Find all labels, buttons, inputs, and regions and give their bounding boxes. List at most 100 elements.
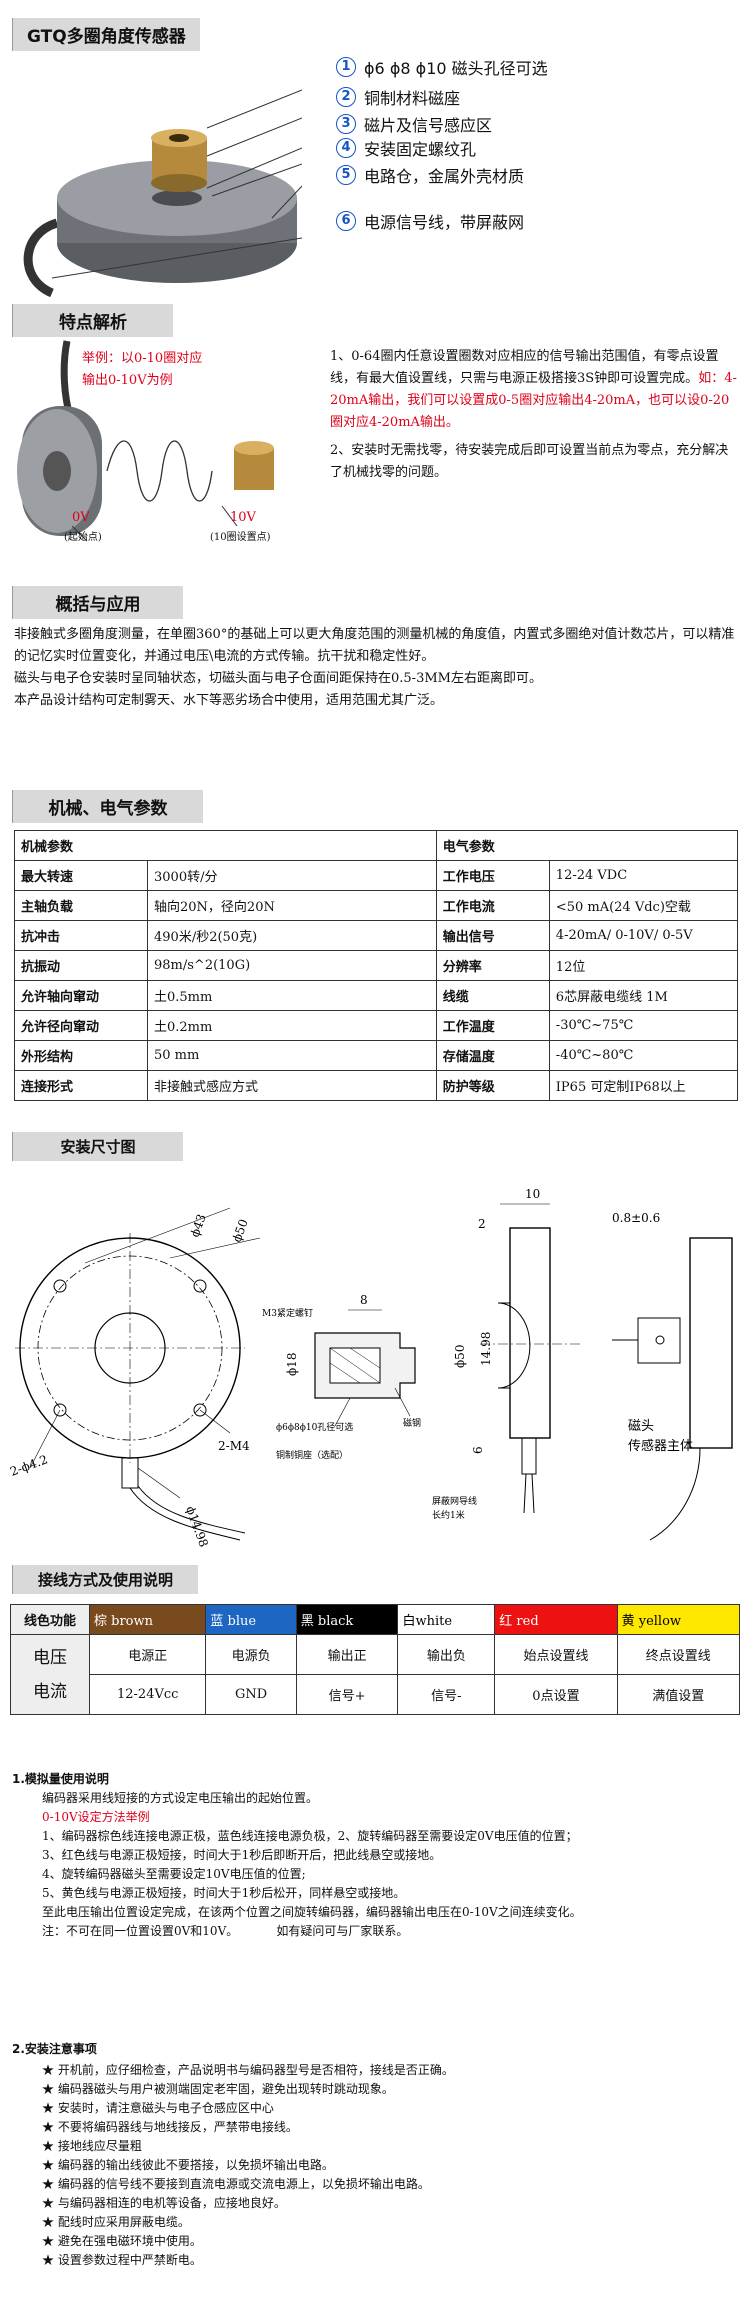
wiring-func-row: 电压 电流 电源正 电源负 输出正 输出负 始点设置线 终点设置线 — [10, 1634, 741, 1715]
install-item-text: 接地线应尽量粗 — [57, 2139, 142, 2153]
color-label: 线色功能 — [10, 1604, 90, 1635]
label-copper: 铜制铜座（选配） — [276, 1449, 348, 1461]
dim-d42: 2-ϕ4.2 — [8, 1452, 49, 1478]
func-cell: 输出负 — [397, 1634, 496, 1675]
analog-intro: 编码器采用线短接的方式设定电压输出的起始位置。 — [42, 1791, 319, 1805]
star-icon: ★ — [42, 2063, 58, 2077]
param-value: 12-24 VDC — [548, 860, 739, 891]
label-cable-2: 长约1米 — [432, 1509, 465, 1521]
install-item-text: 避免在强电磁环境中使用。 — [57, 2234, 202, 2248]
star-icon: ★ — [42, 2139, 58, 2153]
feature-text: 磁片及信号感应区 — [364, 116, 493, 135]
param-value: -30℃~75℃ — [548, 1010, 739, 1041]
label-m3: M3紧定螺钉 — [262, 1307, 313, 1319]
v0-label: 0V — [72, 510, 90, 525]
install-title: 2.安装注意事项 — [12, 2042, 97, 2056]
analog-title: 1.模拟量使用说明 — [12, 1772, 109, 1786]
voltage-current-label: 电压 电流 — [10, 1634, 90, 1715]
param-value: 4-20mA/ 0-10V/ 0-5V — [548, 920, 739, 951]
analog-summary: 至此电压输出位置设定完成，在该两个位置之间旋转编码器，编码器输出电压在0-10V… — [42, 1905, 582, 1919]
param-key: 最大转速 — [14, 860, 148, 891]
dim-d50b: ϕ50 — [453, 1345, 467, 1368]
star-icon: ★ — [42, 2158, 58, 2172]
color-cell-white: 白white — [397, 1604, 496, 1635]
star-icon: ★ — [42, 2234, 58, 2248]
param-value: 土0.5mm — [147, 980, 437, 1011]
feature-diagram — [12, 336, 312, 546]
feature-number: 6 — [336, 211, 356, 231]
dim-d18: ϕ18 — [285, 1353, 299, 1376]
install-item-text: 开机前，应仔细检查，产品说明书与编码器型号是否相符，接线是否正确。 — [57, 2063, 454, 2077]
feature-para-1: 1、0-64圈内任意设置圈数对应相应的信号输出范围值，有零点设置线，有最大值设置… — [330, 349, 719, 386]
dim-2: 2 — [478, 1217, 486, 1231]
param-key: 允许轴向窜动 — [14, 980, 148, 1011]
param-value: 12位 — [548, 950, 739, 981]
analog-example-title: 0-10V设定方法举例 — [42, 1810, 150, 1824]
feature-text: 电源信号线，带屏蔽网 — [364, 213, 525, 232]
product-photo — [12, 48, 303, 298]
param-key: 允许径向窜动 — [14, 1010, 148, 1041]
mech-header: 机械参数 — [14, 830, 437, 861]
feature-text: 电路仓，金属外壳材质 — [364, 167, 525, 186]
install-item-text: 不要将编码器线与地线接反，严禁带电接线。 — [57, 2120, 298, 2134]
install-item-text: 编码器磁头与用户被测端固定老牢固，避免出现转时跳动现象。 — [57, 2082, 394, 2096]
star-icon: ★ — [42, 2177, 58, 2191]
star-icon: ★ — [42, 2196, 58, 2210]
value-cell: 信号+ — [295, 1674, 399, 1715]
feature-para-1-highlight: 如：4-20mA输出，我们可以设置成0-5圈对应输出4-20mA，也可以设0-2… — [330, 371, 737, 430]
table-row: 抗振动 98m/s^2(10G) 分辨率 12位 — [14, 950, 739, 981]
install-item-text: 编码器的输出线彼此不要搭接，以免损坏输出电路。 — [57, 2158, 334, 2172]
value-cell: 12-24Vcc — [88, 1674, 207, 1715]
star-icon: ★ — [42, 2215, 58, 2229]
v10-sublabel: (10圈设置点) — [210, 532, 271, 543]
param-key: 外形结构 — [14, 1040, 148, 1071]
param-key: 抗冲击 — [14, 920, 148, 951]
star-icon: ★ — [42, 2253, 58, 2267]
params-header: 机械、电气参数 — [12, 790, 203, 823]
dimension-svg: ϕ43 ϕ50 2-M4 2-ϕ4.2 ϕ14.98 M3紧定螺钉 8 ϕ18 … — [8, 1187, 733, 1549]
dim-d43: ϕ43 — [188, 1212, 209, 1239]
feature-number: 1 — [336, 57, 356, 77]
feature-description: 1、0-64圈内任意设置圈数对应相应的信号输出范围值，有零点设置线，有最大值设置… — [330, 346, 738, 484]
func-cell: 电源负 — [205, 1634, 297, 1675]
star-icon: ★ — [42, 2082, 58, 2096]
param-value: 6芯屏蔽电缆线 1M — [548, 980, 739, 1011]
func-cell: 终点设置线 — [616, 1634, 741, 1675]
install-item: ★ 编码器的输出线彼此不要搭接，以免损坏输出电路。 — [12, 2156, 738, 2175]
wiring-table: 线色功能 棕 brown 蓝 blue 黑 black 白white 红 red… — [10, 1604, 741, 1715]
install-item-text: 编码器的信号线不要接到直流电源或交流电源上，以免损坏输出电路。 — [57, 2177, 430, 2191]
example-line: 举例：以0-10圈对应 — [82, 351, 203, 366]
param-key: 抗振动 — [14, 950, 148, 981]
param-key: 分辨率 — [435, 950, 550, 981]
current-label: 电流 — [33, 1681, 67, 1702]
dim-8: 8 — [360, 1293, 368, 1307]
param-value: -40℃~80℃ — [548, 1040, 739, 1071]
param-key: 防护等级 — [435, 1070, 550, 1101]
features-header: 特点解析 — [12, 304, 173, 337]
param-value: 土0.2mm — [147, 1010, 437, 1041]
params-table: 机械参数 电气参数 最大转速 3000转/分 工作电压 12-24 VDC 主轴… — [14, 830, 739, 1101]
install-item: ★ 不要将编码器线与地线接反，严禁带电接线。 — [12, 2118, 738, 2137]
dimensions-header: 安装尺寸图 — [12, 1132, 183, 1161]
wiring-color-row: 线色功能 棕 brown 蓝 blue 黑 black 白white 红 red… — [10, 1604, 741, 1635]
param-key: 连接形式 — [14, 1070, 148, 1101]
overview-para: 本产品设计结构可定制雾天、水下等恶劣场合中使用，适用范围尤其广泛。 — [14, 693, 444, 708]
color-cell-brown: 棕 brown — [88, 1604, 207, 1635]
install-item: ★ 避免在强电磁环境中使用。 — [12, 2232, 738, 2251]
table-row: 抗冲击 490米/秒2(50克) 输出信号 4-20mA/ 0-10V/ 0-5… — [14, 920, 739, 951]
analog-step: 4、旋转编码器磁头至需要设定10V电压值的位置; — [42, 1867, 306, 1881]
param-value: 3000转/分 — [147, 860, 437, 891]
example-line: 输出0-10V为例 — [82, 373, 173, 388]
wiring-header: 接线方式及使用说明 — [12, 1565, 198, 1594]
param-key: 存储温度 — [435, 1040, 550, 1071]
dim-1498: 14.98 — [479, 1332, 493, 1366]
table-row: 允许径向窜动 土0.2mm 工作温度 -30℃~75℃ — [14, 1010, 739, 1041]
dim-d50: ϕ50 — [230, 1217, 251, 1244]
value-cell: GND — [205, 1674, 297, 1715]
func-cell: 输出正 — [295, 1634, 399, 1675]
install-item: ★ 与编码器相连的电机等设备，应接地良好。 — [12, 2194, 738, 2213]
